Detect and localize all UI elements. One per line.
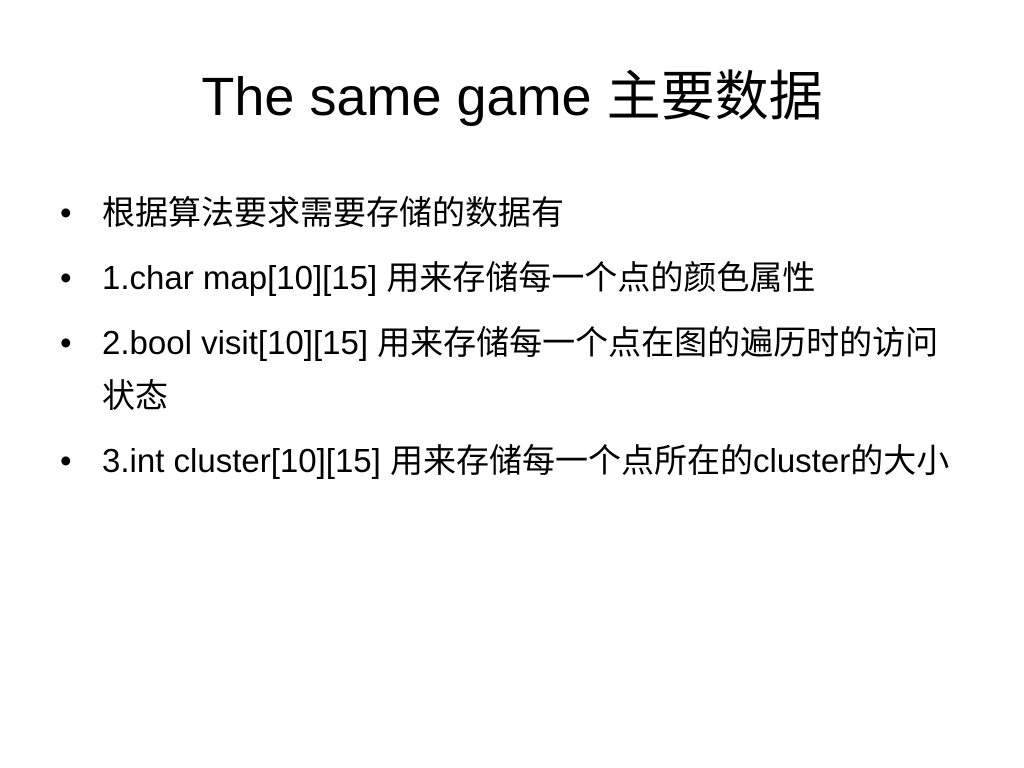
bullet-text: 1.char map[10][15] 用来存储每一个点的颜色属性 <box>102 259 816 296</box>
bullet-item: • 2.bool visit[10][15] 用来存储每一个点在图的遍历时的访问… <box>60 316 960 422</box>
bullet-text: 2.bool visit[10][15] 用来存储每一个点在图的遍历时的访问状态 <box>102 324 939 414</box>
bullet-text: 3.int cluster[10][15] 用来存储每一个点所在的cluster… <box>102 442 950 479</box>
bullet-item: • 1.char map[10][15] 用来存储每一个点的颜色属性 <box>60 251 960 304</box>
bullet-item: • 根据算法要求需要存储的数据有 <box>60 186 960 239</box>
bullet-dot-icon: • <box>60 259 72 296</box>
slide-title: The same game 主要数据 <box>201 67 823 127</box>
bullet-dot-icon: • <box>60 194 72 231</box>
bullet-dot-icon: • <box>60 442 72 479</box>
bullet-item: • 3.int cluster[10][15] 用来存储每一个点所在的clust… <box>60 434 960 487</box>
bullet-text: 根据算法要求需要存储的数据有 <box>102 194 564 231</box>
bullet-dot-icon: • <box>60 324 72 361</box>
bullet-list: • 根据算法要求需要存储的数据有 • 1.char map[10][15] 用来… <box>60 186 960 499</box>
